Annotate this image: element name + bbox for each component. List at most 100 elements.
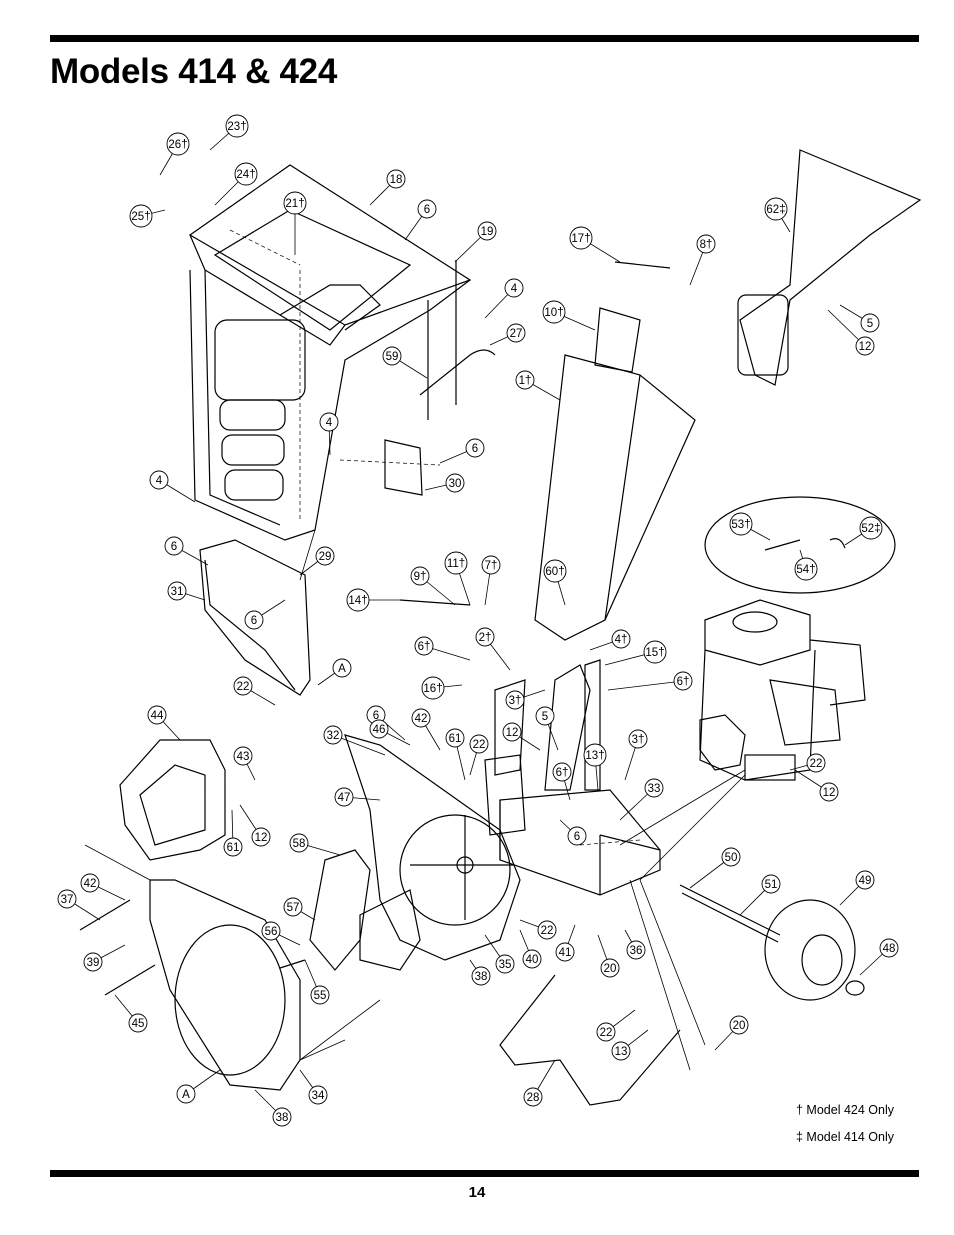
callout-42: 6† [607,671,693,691]
callout-39: A [317,658,352,686]
callout-77: 48 [859,938,899,976]
callout-label: 21† [285,198,304,210]
callout-67: 49 [839,870,875,906]
callout-circle [315,546,335,566]
callout-label: 26† [168,139,187,151]
legend-model-424: † Model 424 Only [796,1103,894,1117]
callout-circle [696,234,716,254]
callout-label: 59 [386,351,399,363]
callout-circle [505,690,525,710]
callout-circle [334,787,354,807]
callout-circle [761,874,781,894]
callout-label: 38 [276,1112,289,1124]
callout-40: 22 [233,676,276,706]
callout-circle [421,676,445,700]
callout-circle [261,921,281,941]
callout-label: 4 [156,475,163,487]
callout-circle [465,438,485,458]
callout-label: 5 [867,318,873,330]
callout-label: 37 [61,894,74,906]
callout-label: 1† [519,375,532,387]
callout-circle [244,610,264,630]
callout-circle [445,473,465,493]
bottom-rule [50,1170,919,1177]
callout-circle [83,952,103,972]
callout-label: 6† [418,641,431,653]
callout-circle [234,162,258,186]
callout-label: 39 [87,957,100,969]
callout-19: 4 [319,412,339,456]
callout-label: 13 [615,1046,628,1058]
callout-55: 6† [552,762,572,801]
callout-circle [515,370,535,390]
callout-label: 5 [542,711,548,723]
callout-circle [600,958,620,978]
callout-label: 12 [255,832,268,844]
callout-8: 19 [454,221,497,263]
callout-circle [319,412,339,432]
callout-circle [310,985,330,1005]
callout-circle [502,722,522,742]
callout-62: 12 [239,804,271,847]
callout-label: 42 [415,713,428,725]
callout-26: 6 [164,536,209,566]
callout-circle [128,1013,148,1033]
callout-circle [729,1015,749,1035]
callout-3: 24† [214,162,258,206]
callout-53: 12 [502,722,541,751]
callout-59: 33 [619,778,664,821]
callout-23: 53† [729,512,771,541]
callout-30: 7† [481,555,501,606]
callout-circle [596,1022,616,1042]
callout-label: 22 [541,925,554,937]
callout-11: 62‡ [764,197,791,233]
callout-circle [860,313,880,333]
callout-37: 2† [475,627,511,671]
callout-16: 12 [827,309,875,356]
callout-58: 47 [334,787,381,807]
callout-layer: 23†26†24†25†1821†61917†8†62‡410†27512591… [57,114,899,1127]
callout-label: 58 [293,838,306,850]
callout-circle [626,940,646,960]
callout-circle [176,1084,196,1104]
callout-circle [855,336,875,356]
callout-circle [167,581,187,601]
callout-label: 18 [390,174,403,186]
callout-43: 3† [505,689,546,710]
callout-label: 24† [236,169,255,181]
callout-label: 54† [796,564,815,576]
callout-47: 46 [369,719,411,746]
callout-circle [542,300,566,324]
callout-circle [410,566,430,586]
callout-label: 43 [237,751,250,763]
callout-81: 55 [304,959,330,1005]
callout-circle [611,1041,631,1061]
callout-10: 8† [689,234,716,286]
callout-60: 12 [794,769,839,802]
callout-45: 6 [366,705,406,741]
callout-circle [643,640,667,664]
callout-label: 56 [265,926,278,938]
hopper-drawing [188,164,472,541]
callout-label: 8† [700,239,713,251]
callout-28: 31 [167,581,206,601]
callout-label: 14† [348,595,367,607]
callout-circle [223,837,243,857]
callout-circle [308,1085,328,1105]
callout-label: 62‡ [766,204,785,216]
callout-82: 45 [114,994,148,1033]
callout-label: 61 [227,842,240,854]
callout-circle [323,725,343,745]
callout-label: 22 [237,681,250,693]
callout-33: 14† [346,588,400,612]
legend-model-414: ‡ Model 414 Only [796,1130,894,1144]
callout-circle [369,719,389,739]
callout-label: 12 [823,787,836,799]
callout-label: 6 [574,831,580,843]
callout-57: 22 [789,753,826,773]
callout-65: 50 [689,847,741,889]
callout-label: 36 [630,945,643,957]
callout-circle [417,199,437,219]
callout-circle [721,847,741,867]
callout-circle [164,536,184,556]
